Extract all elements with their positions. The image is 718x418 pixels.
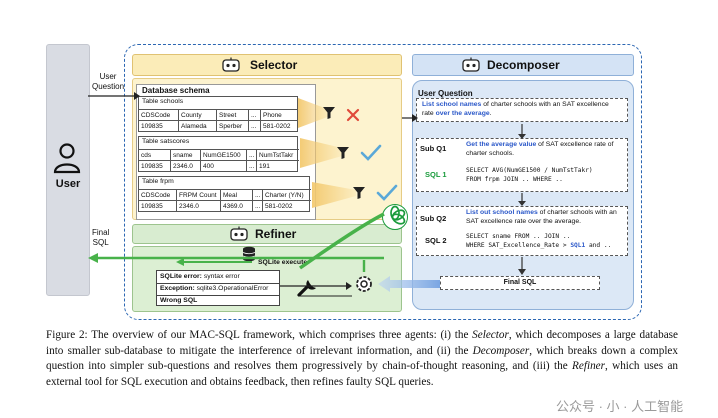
sub-question-1-box xyxy=(416,138,628,192)
cross-icon xyxy=(346,108,360,122)
final-sql-box: Final SQL xyxy=(440,276,600,290)
filter-funnel-icon xyxy=(353,187,365,199)
table-name: Table frpm xyxy=(142,178,174,185)
robot-icon xyxy=(462,57,480,72)
selector-header xyxy=(132,54,402,76)
framework-outline xyxy=(124,44,642,320)
table-name: Table satscores xyxy=(142,138,190,145)
user-question-label: User Question xyxy=(418,89,473,98)
table-name: Table schools xyxy=(142,98,184,105)
sub-q2-text: List out school names of charter schools… xyxy=(466,209,617,225)
user-panel xyxy=(46,44,90,296)
table-frpm: Table frpm CDSCode FRPM Count Meal ... C… xyxy=(138,176,311,212)
table-satscores: Table satscores cds sname NumGE1500 ... … xyxy=(138,136,299,172)
filter-funnel-icon xyxy=(337,147,349,159)
sql1-code: SELECT AVG(NumGE1500 / NumTstTakr)FROM f… xyxy=(466,167,593,183)
sql1-label: SQL 1 xyxy=(425,170,447,179)
openai-logo-icon xyxy=(382,204,408,230)
check-icon xyxy=(360,144,382,161)
watermark: 公众号 · 小 · 人工智能 xyxy=(556,399,684,414)
sub-q1-label: Sub Q1 xyxy=(420,144,447,153)
selector-title: Selector xyxy=(250,58,298,72)
decomposer-flow-arrows xyxy=(518,124,526,275)
figure-caption: Figure 2: The overview of our MAC-SQL fr… xyxy=(46,329,679,388)
refiner-title: Refiner xyxy=(255,227,297,241)
gear-icon xyxy=(356,276,372,292)
robot-icon xyxy=(222,57,240,72)
refiner-header xyxy=(132,224,402,244)
user-icon xyxy=(53,143,81,174)
robot-icon xyxy=(230,226,248,241)
database-schema-title: Database schema xyxy=(142,86,210,95)
sql2-code: SELECT sname FROM .. JOIN .. WHERE SAT_E… xyxy=(466,233,612,249)
sql2-label: SQL 2 xyxy=(425,236,447,245)
check-icon xyxy=(376,184,398,201)
sub-q1-text: Get the average value of SAT excellence … xyxy=(466,141,614,157)
sub-question-2-box xyxy=(416,206,628,256)
sqlite-execute-label: SQLite execute xyxy=(258,259,308,266)
error-feedback-box: SQLite error: syntax error Exception: sq… xyxy=(156,270,280,306)
decomposer-title: Decomposer xyxy=(487,58,560,72)
user-question-box: List school names of charter schools wit… xyxy=(416,98,628,122)
selector-filters xyxy=(298,98,356,208)
filter-funnel-icon xyxy=(323,107,335,119)
sub-q2-label: Sub Q2 xyxy=(420,214,447,223)
table-schools: Table schools CDSCode County Street ... … xyxy=(138,96,298,132)
wrench-icon xyxy=(297,280,316,297)
user-label: User xyxy=(55,178,81,190)
